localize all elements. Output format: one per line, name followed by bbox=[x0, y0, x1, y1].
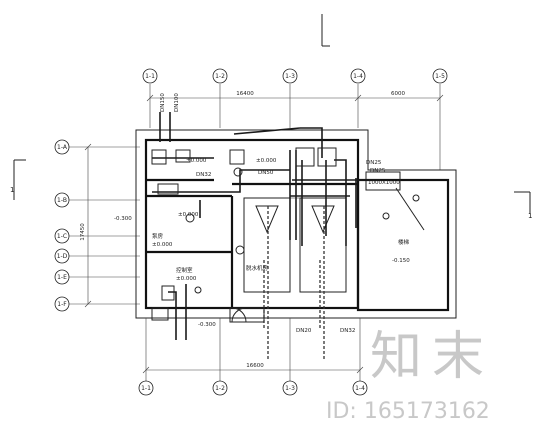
opening-hatch bbox=[365, 171, 425, 231]
pipe-dn50: DN50 bbox=[258, 170, 274, 176]
dim-bottom-total: 16600 bbox=[246, 363, 264, 369]
level-e: -0.300 bbox=[198, 322, 216, 328]
axis-bubbles-top: 1-1 1-2 1-3 1-4 1-5 bbox=[142, 68, 448, 170]
watermark-logo: 知末 bbox=[370, 327, 494, 387]
axis-bottom-2: 1-2 bbox=[215, 385, 225, 392]
pipe-dn32-b: DN32 bbox=[340, 328, 355, 334]
room-labels: 泵房 ±0.000 控制室 ±0.000 脱水机房 楼梯 ±0.000 ±0.0… bbox=[114, 158, 410, 328]
pipe-dn32: DN32 bbox=[196, 172, 211, 178]
axis-left-b: 1-B bbox=[57, 197, 67, 204]
axis-bottom-1: 1-1 bbox=[141, 385, 151, 392]
watermark: 知末 ID: 165173162 bbox=[326, 327, 494, 424]
watermark-id: ID: 165173162 bbox=[326, 399, 490, 424]
axis-left-c: 1-C bbox=[57, 233, 67, 240]
room-stair: 楼梯 bbox=[398, 238, 410, 246]
axis-top-3: 1-3 bbox=[285, 73, 295, 80]
room-control-level: ±0.000 bbox=[176, 276, 197, 282]
axis-bubbles-left: 1-A 1-B 1-C 1-D 1-E 1-F 17450 bbox=[54, 139, 140, 312]
room-pump-level: ±0.000 bbox=[152, 242, 173, 248]
pipe-labels: DN150 DN100 DN50 DN32 DN25 DN20 DN32 DN2… bbox=[160, 93, 400, 334]
room-pump: 泵房 bbox=[152, 232, 164, 240]
level-b: ±0.000 bbox=[256, 158, 277, 164]
section-right-label: 1 bbox=[528, 212, 532, 220]
equipment-symbols bbox=[151, 147, 337, 323]
axis-top-1: 1-1 bbox=[145, 73, 155, 80]
axis-left-a: 1-A bbox=[57, 144, 68, 151]
room-dewater: 脱水机房 bbox=[246, 264, 269, 272]
dim-top-total: 16400 bbox=[236, 91, 254, 97]
pipe-dn25-b: DN25 bbox=[370, 168, 386, 174]
dim-left-total: 17450 bbox=[80, 223, 86, 241]
axis-left-f: 1-F bbox=[57, 301, 67, 308]
axis-top-2: 1-2 bbox=[215, 73, 225, 80]
level-f: -0.150 bbox=[392, 258, 410, 264]
axis-bottom-4: 1-4 bbox=[355, 385, 365, 392]
section-mark-right: 1 bbox=[514, 191, 532, 220]
pipe-network bbox=[152, 112, 380, 360]
pipe-dn20: DN20 bbox=[296, 328, 312, 334]
level-c: ±0.000 bbox=[178, 212, 199, 218]
dim-top-right: 6000 bbox=[391, 91, 405, 97]
level-a: ±0.000 bbox=[186, 158, 207, 164]
axis-left-d: 1-D bbox=[57, 253, 68, 260]
section-left-label: 1 bbox=[10, 186, 14, 194]
pipe-dn150: DN150 bbox=[160, 93, 166, 112]
axis-bubbles-bottom: 1-1 1-2 1-3 1-4 bbox=[138, 318, 368, 396]
process-tanks bbox=[243, 197, 347, 293]
axis-bottom-3: 1-3 bbox=[285, 385, 295, 392]
dimension-bottom: 16600 bbox=[142, 363, 364, 374]
opening-size: 1000X1000 bbox=[368, 180, 400, 186]
corner-mark-top bbox=[321, 14, 330, 47]
axis-top-5: 1-5 bbox=[435, 73, 445, 80]
pipe-dn25: DN25 bbox=[366, 160, 382, 166]
level-d: -0.300 bbox=[114, 216, 132, 222]
axis-left-e: 1-E bbox=[57, 274, 67, 281]
dimension-top: 16400 6000 bbox=[146, 91, 444, 102]
section-mark-left: 1 bbox=[10, 159, 26, 200]
axis-top-4: 1-4 bbox=[353, 73, 363, 80]
pipe-dn100: DN100 bbox=[174, 93, 180, 112]
room-control: 控制室 bbox=[176, 266, 193, 274]
